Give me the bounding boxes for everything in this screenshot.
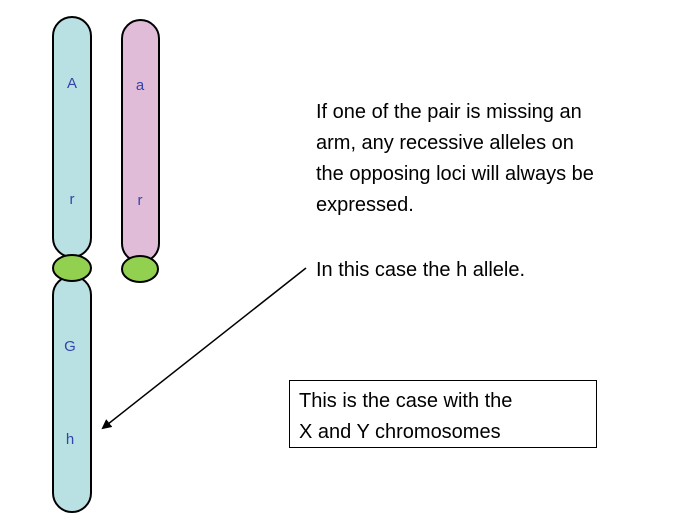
- explanation-paragraph: If one of the pair is missing an arm, an…: [316, 97, 594, 221]
- chromosome-1-lower-arm: [52, 275, 92, 513]
- chromosome-2-centromere: [121, 255, 159, 283]
- text-line: the opposing loci will always be: [316, 163, 594, 185]
- pointer-arrow: [101, 267, 307, 430]
- allele-label: r: [70, 191, 75, 208]
- chromosome-2-upper-arm: [121, 19, 160, 263]
- allele-label: G: [64, 338, 76, 355]
- allele-label: A: [67, 75, 77, 92]
- allele-label: h: [66, 431, 74, 448]
- text-line: If one of the pair is missing an: [316, 101, 582, 123]
- h-allele-note: In this case the h allele.: [316, 259, 526, 281]
- chromosome-1-centromere: [52, 254, 92, 282]
- text-line: arm, any recessive alleles on: [316, 132, 574, 154]
- allele-label: r: [138, 192, 143, 209]
- text-line: X and Y chromosomes: [299, 421, 501, 443]
- xy-note-box: This is the case with the X and Y chromo…: [289, 380, 597, 448]
- allele-label: a: [136, 77, 145, 94]
- chromosome-1-upper-arm: [52, 16, 92, 258]
- text-line: expressed.: [316, 194, 414, 216]
- text-line: This is the case with the: [299, 390, 513, 412]
